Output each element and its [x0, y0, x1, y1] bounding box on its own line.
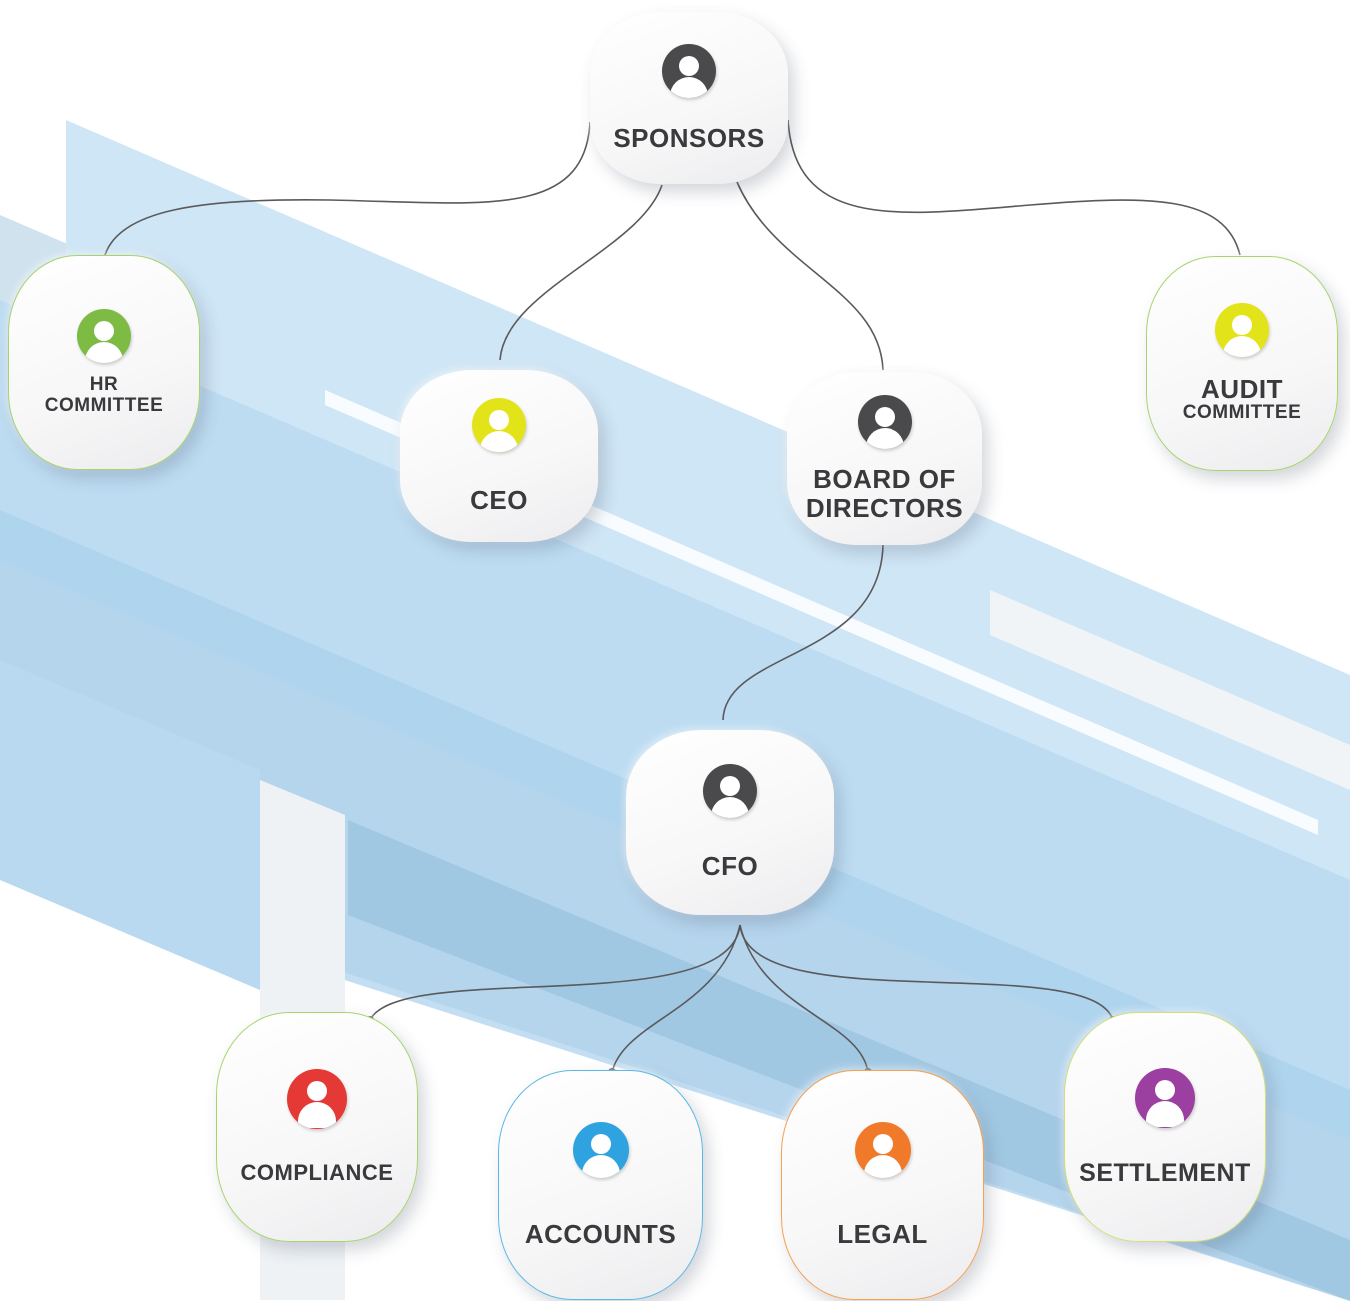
node-ceo[interactable]: CEO [400, 370, 598, 542]
person-icon [572, 1121, 629, 1178]
node-label: COMPLIANCE [240, 1160, 394, 1186]
node-label: LEGAL [837, 1218, 928, 1249]
node-cfo[interactable]: CFO [626, 730, 834, 915]
node-label: CFO [701, 851, 759, 882]
node-compliance[interactable]: COMPLIANCE [216, 1012, 418, 1242]
person-icon [703, 764, 757, 819]
node-label: SPONSORS [613, 122, 765, 153]
node-settlement[interactable]: SETTLEMENT [1064, 1012, 1266, 1242]
node-label-line2: COMMITTEE [1182, 402, 1302, 424]
person-icon [1135, 1067, 1195, 1128]
person-icon [1215, 303, 1269, 358]
person-icon [854, 1121, 911, 1178]
person-icon [472, 397, 526, 452]
person-icon [287, 1069, 347, 1130]
node-label-line2: COMMITTEE [44, 394, 164, 416]
node-accounts[interactable]: ACCOUNTS [498, 1070, 703, 1300]
node-label-line1: BOARD OF [813, 464, 956, 495]
node-label-line1: AUDIT [1201, 374, 1283, 405]
node-label-line2: DIRECTORS [805, 492, 964, 523]
node-hr-committee[interactable]: HR COMMITTEE [8, 255, 200, 470]
node-sponsors[interactable]: SPONSORS [590, 12, 788, 184]
node-board-of-directors[interactable]: BOARD OF DIRECTORS [787, 372, 982, 545]
node-audit-committee[interactable]: AUDIT COMMITTEE [1146, 256, 1338, 471]
node-label: ACCOUNTS [524, 1218, 677, 1249]
person-icon [77, 308, 131, 363]
person-icon [857, 395, 912, 450]
person-icon [662, 43, 716, 98]
node-label: SETTLEMENT [1079, 1158, 1251, 1187]
node-legal[interactable]: LEGAL [781, 1070, 984, 1300]
node-label: CEO [470, 484, 528, 515]
node-label-line1: HR [89, 373, 119, 395]
